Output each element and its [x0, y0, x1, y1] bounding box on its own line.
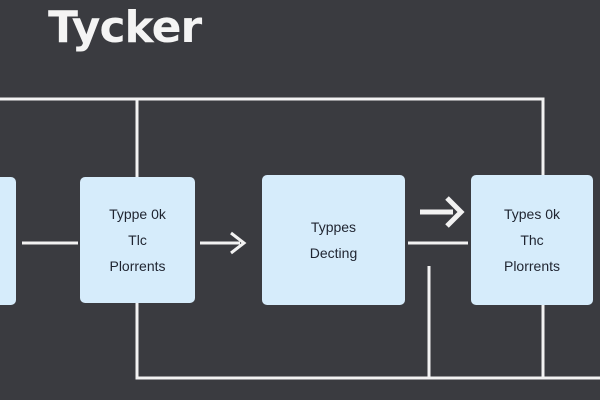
node-1-line-2: Tlc	[128, 232, 147, 248]
node-3-line-2: Thc	[520, 232, 544, 248]
node-3-line-3: Plorrents	[503, 258, 561, 274]
node-1-line-1: Typpe 0k	[109, 206, 166, 222]
process-node-3: Types 0k Thc Plorrents	[471, 175, 593, 305]
node-2-line-2: Decting	[309, 245, 358, 261]
process-node-1: Typpe 0k Tlc Plorrents	[80, 177, 195, 303]
diagram-title: Tycker	[48, 2, 202, 53]
bottom-left-wire	[135, 303, 600, 380]
arrow-1-to-2-head	[230, 231, 247, 255]
node-3-line-1: Types 0k	[503, 206, 561, 222]
node-1-line-3: Plorrents	[109, 258, 166, 274]
process-node-2: Typpes Decting	[262, 175, 405, 305]
node-2-line-1: Typpes	[310, 219, 357, 235]
arrow-upper-head	[445, 196, 465, 228]
partial-node-left	[0, 177, 16, 305]
